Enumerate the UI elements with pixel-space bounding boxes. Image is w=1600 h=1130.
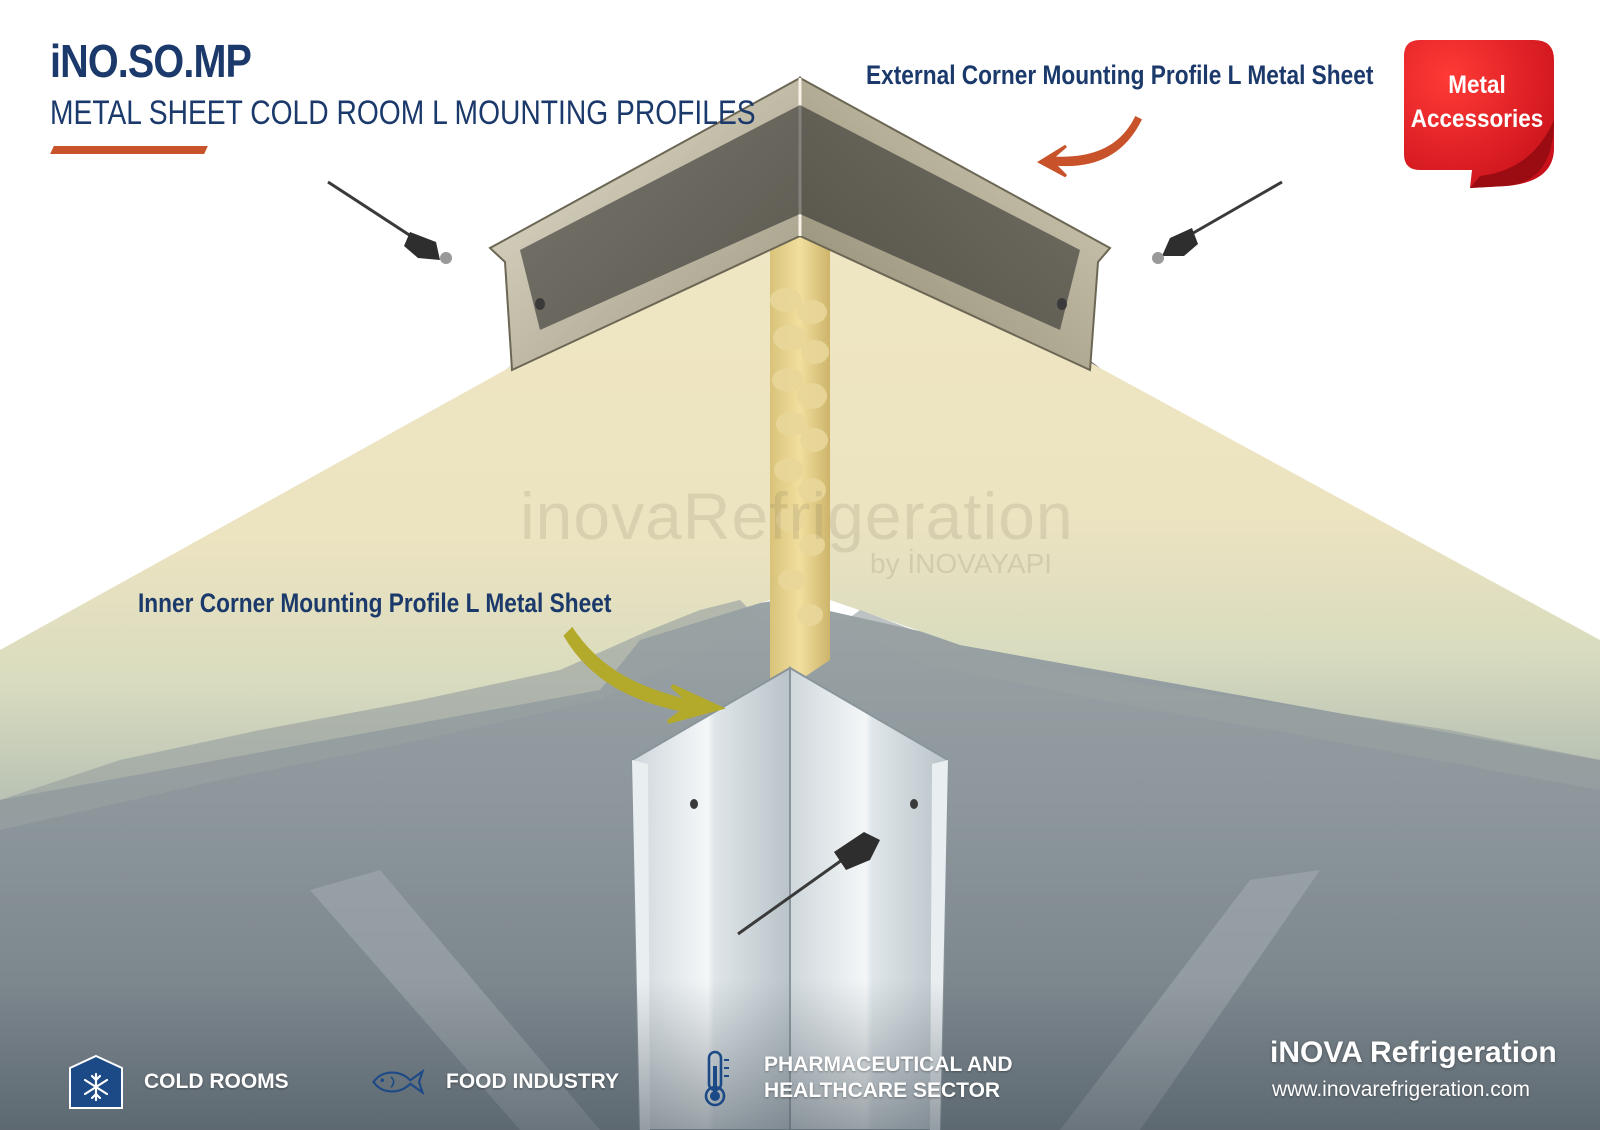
badge-line-2: Accessories [1410,105,1544,133]
sector-label: FOOD INDUSTRY [446,1070,620,1093]
fish-icon [370,1054,426,1110]
snowflake-icon [68,1054,124,1110]
external-corner-label: External Corner Mounting Profile L Metal… [866,60,1374,90]
watermark: inovaRefrigeration [520,479,1074,553]
title-underline [50,146,208,154]
inner-corner-label: Inner Corner Mounting Profile L Metal Sh… [138,588,612,618]
sector-label-line-2: HEALTHCARE SECTOR [764,1079,1001,1102]
right-panel-foam [830,214,1600,760]
badge-line-1: Metal [1448,71,1506,99]
watermark-sub: by İNOVAYAPI [870,548,1053,579]
brand-url[interactable]: www.inovarefrigeration.com [1272,1078,1530,1101]
rivet-center [737,832,880,936]
sector-pharmaceutical: PHARMACEUTICAL AND HEALTHCARE SECTOR [688,1050,1013,1107]
brand-name: iNOVA Refrigeration [1270,1036,1557,1069]
sector-cold-rooms: COLD ROOMS [68,1054,289,1110]
inner-arrow [563,626,726,724]
page-subtitle: METAL SHEET COLD ROOM L MOUNTING PROFILE… [50,94,756,132]
sector-label: COLD ROOMS [144,1070,289,1093]
product-code: iNO.SO.MP [50,35,252,87]
sector-label-line-1: PHARMACEUTICAL AND [764,1053,1013,1076]
rivet-left [327,180,452,264]
sector-bar: COLD ROOMS FOOD INDUSTRY [0,1040,1600,1130]
external-corner-profile [488,76,1112,372]
pu-foam-filling [770,214,830,700]
sector-food-industry: FOOD INDUSTRY [370,1054,619,1110]
external-arrow [1036,115,1143,178]
category-badge-shape [1404,40,1554,188]
category-badge[interactable]: Metal Accessories [1402,40,1554,190]
thermometer-icon [688,1050,744,1107]
rivet-right [1152,180,1283,264]
